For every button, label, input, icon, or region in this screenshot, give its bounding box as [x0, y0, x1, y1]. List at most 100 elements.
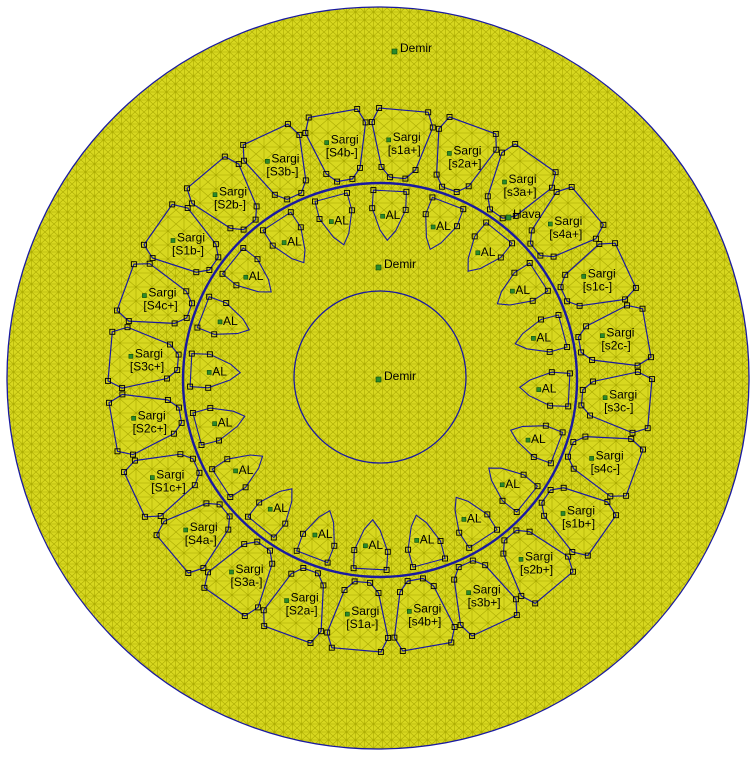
- slot-material-label: Sargi: [509, 172, 537, 186]
- rotor-bar-label: AL: [223, 314, 238, 328]
- stator-slot: Sargi[s4c-]: [565, 433, 646, 500]
- rotor-bar-label: AL: [368, 538, 383, 552]
- stator-slot: Sargi[s4b+]: [391, 575, 458, 654]
- stator-slot: Sargi[s1a+]: [368, 105, 436, 182]
- rotor-bar-label: AL: [318, 527, 333, 541]
- rotor-bar-label: AL: [218, 416, 233, 430]
- rotor-bar: AL: [518, 369, 573, 410]
- slot-material-label: Sargi: [291, 591, 319, 605]
- outer-iron-label: Demir: [391, 41, 432, 55]
- stator-slot: Sargi[s1c-]: [557, 240, 639, 309]
- slot-material-label: Sargi: [331, 133, 359, 147]
- rotor-bar-label: AL: [536, 330, 551, 344]
- rotor-bar: AL: [219, 245, 272, 293]
- slot-circuit-label: [s2c-]: [601, 339, 630, 353]
- slot-circuit-label: [S3c+]: [130, 359, 164, 373]
- slot-circuit-label: [S2a-]: [286, 604, 318, 618]
- slot-circuit-label: [s1b+]: [562, 517, 595, 531]
- slot-circuit-label: [s1a+]: [388, 143, 421, 157]
- rotor-bar: AL: [422, 194, 467, 251]
- slot-material-label: Sargi: [190, 520, 218, 534]
- rotor-bar-label: AL: [239, 463, 254, 477]
- slot-material-label: Sargi: [453, 143, 481, 157]
- stator-slot: Sargi[S4c+]: [114, 260, 195, 327]
- slot-material-label: Sargi: [351, 604, 379, 618]
- rotor-bar-label: AL: [212, 364, 227, 378]
- svg-text:Hava: Hava: [513, 207, 541, 221]
- rotor-bar-label: AL: [481, 245, 496, 259]
- slot-material-label: Sargi: [525, 549, 553, 563]
- slot-circuit-label: [S1c+]: [151, 481, 185, 495]
- slot-material-label: Sargi: [596, 448, 624, 462]
- stator-slot: Sargi[S3c+]: [105, 324, 182, 392]
- slot-material-label: Sargi: [271, 151, 299, 165]
- rotor-bar: AL: [488, 467, 541, 515]
- stator-slot: Sargi[S2c+]: [106, 391, 185, 458]
- rotor-bar-label: AL: [505, 477, 520, 491]
- slot-circuit-label: [S3a-]: [231, 575, 263, 589]
- slot-circuit-label: [S4a-]: [185, 533, 217, 547]
- rotor-bar: AL: [454, 496, 500, 551]
- slot-material-label: Sargi: [413, 601, 441, 615]
- slot-circuit-label: [s1c-]: [583, 279, 612, 293]
- slot-material-label: Sargi: [473, 583, 501, 597]
- stator-slot: Sargi[s4a+]: [527, 184, 607, 260]
- stator-slots: Sargi[s1a+]Sargi[s2a+]Sargi[s3a+]Sargi[s…: [105, 105, 655, 655]
- rotor-bar: AL: [209, 454, 264, 500]
- slot-circuit-label: [s3a+]: [504, 185, 537, 199]
- rotor-bar: AL: [350, 518, 391, 573]
- slot-circuit-label: [S4c+]: [143, 299, 177, 313]
- slot-material-label: Sargi: [135, 346, 163, 360]
- rotor-bar-label: AL: [273, 501, 288, 515]
- slot-material-label: Sargi: [606, 326, 634, 340]
- slot-material-label: Sargi: [393, 130, 421, 144]
- slot-circuit-label: [s2b+]: [520, 562, 553, 576]
- slot-circuit-label: [S2b-]: [214, 198, 246, 212]
- rotor-bar: AL: [194, 293, 251, 338]
- rotor-bar-label: AL: [531, 432, 546, 446]
- rotor-bar-label: AL: [515, 283, 530, 297]
- rotor-bar: AL: [467, 219, 515, 272]
- rotor-bar: AL: [369, 187, 410, 242]
- rotor-bar: AL: [260, 209, 306, 264]
- svg-text:Demir: Demir: [400, 41, 432, 55]
- rotor-bar-label: AL: [287, 235, 302, 249]
- slot-circuit-label: [S3b-]: [266, 164, 298, 178]
- rotor-bar-label: AL: [420, 532, 435, 546]
- slot-material-label: Sargi: [609, 388, 637, 402]
- stator-slot: Sargi[s1b+]: [538, 484, 619, 559]
- stator-slot: Sargi[S4a-]: [153, 500, 233, 576]
- rotor-bar: AL: [405, 514, 448, 571]
- airgap-circle: [181, 181, 579, 579]
- slot-circuit-label: [s2a+]: [448, 156, 481, 170]
- rotor-bar: AL: [509, 422, 566, 467]
- rotor-bar: AL: [293, 509, 338, 566]
- stator-slot: Sargi[s2c-]: [575, 302, 654, 369]
- slot-material-label: Sargi: [236, 562, 264, 576]
- rotor-bar-label: AL: [249, 269, 264, 283]
- stator-slot: Sargi[S2a-]: [260, 565, 327, 646]
- slot-circuit-label: [s4b+]: [408, 614, 441, 628]
- stator-slot: Sargi[S4b-]: [302, 106, 369, 185]
- rotor-bar: AL: [245, 488, 293, 541]
- rotor-bar-label: AL: [436, 219, 451, 233]
- stator-slot: Sargi[S1b-]: [141, 201, 222, 276]
- slot-material-label: Sargi: [588, 266, 616, 280]
- slot-material-label: Sargi: [554, 214, 582, 228]
- rotor-bar: AL: [187, 350, 242, 391]
- rotor-bar: AL: [514, 312, 571, 355]
- rotor-bar-label: AL: [467, 511, 482, 525]
- rotor-iron-label: Demir: [375, 257, 416, 271]
- stator-slot: Sargi[S1c+]: [121, 451, 203, 520]
- airgap-label: Hava: [505, 207, 541, 221]
- slot-circuit-label: [s3c-]: [604, 401, 633, 415]
- rotor-bar-label: AL: [542, 382, 557, 396]
- stator-slot: Sargi[S3b-]: [240, 121, 309, 203]
- slot-circuit-label: [s3b+]: [468, 596, 501, 610]
- rotor-bar: AL: [496, 260, 551, 306]
- stator-slot: Sargi[s3a+]: [484, 141, 559, 222]
- slot-circuit-label: [S1a-]: [346, 617, 378, 631]
- stator-slot: Sargi[S2b-]: [184, 153, 260, 233]
- stator-slot: Sargi[s3b+]: [451, 557, 520, 639]
